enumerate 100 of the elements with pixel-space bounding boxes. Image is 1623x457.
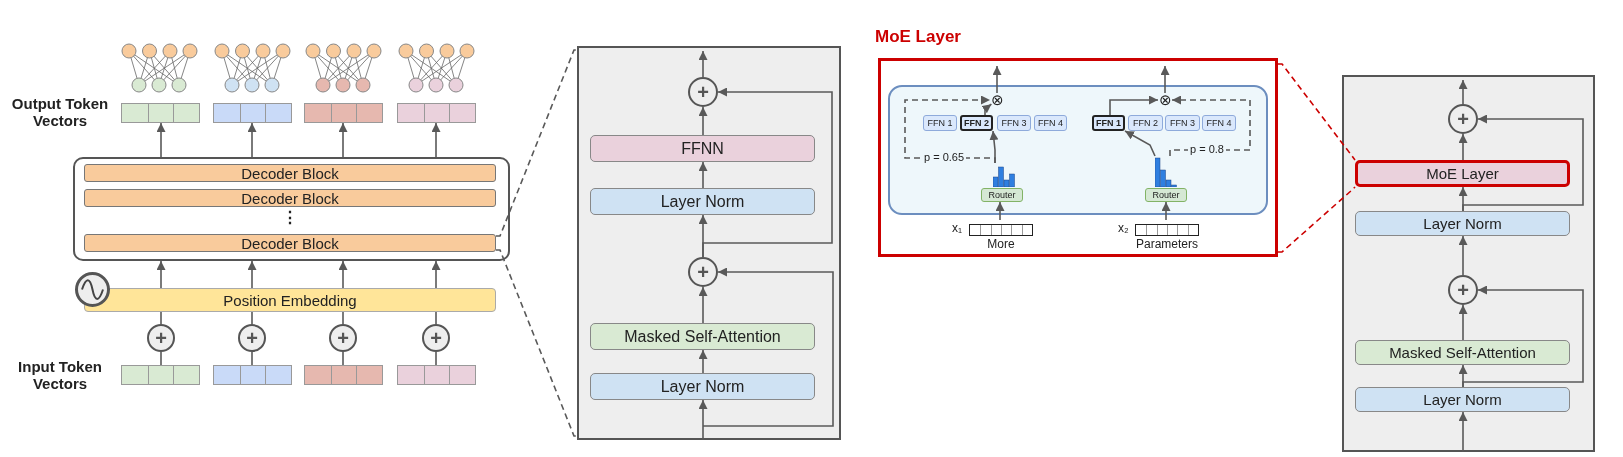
process-box: Decoder Block [84,234,496,252]
arrow [698,50,708,78]
router-box: Router [1145,188,1187,202]
connector-line [160,311,162,325]
process-box: Decoder Block [84,189,496,207]
panel-title: MoE Layer [875,27,961,47]
sum-circle: + [329,324,357,352]
arrow [1458,133,1468,161]
arrow [992,65,1002,94]
arrow [698,286,708,324]
arrow [698,106,708,136]
arrow [1169,95,1251,157]
variable-label: x₂ [1118,221,1129,235]
process-box: FFN 2 [960,115,993,131]
process-box: Position Embedding [84,288,496,312]
process-box: FFN 1 [923,115,957,131]
detail-panel [1342,75,1595,452]
process-box: FFNN [590,135,815,162]
token-vector [121,103,200,123]
connector-line [435,351,437,366]
arrow [1458,411,1468,453]
token-word: More [986,237,1016,251]
process-box: Layer Norm [590,373,815,400]
arrow [698,161,708,189]
process-box: FFN 2 [1128,115,1163,131]
arrow [1458,79,1468,105]
arrow [981,103,993,116]
neural-network-drawing [397,43,475,93]
token-vector [397,103,476,123]
sum-circle: + [238,324,266,352]
connector-line [342,351,344,366]
process-box: FFN 1 [1092,115,1125,131]
block-stack-frame [73,157,510,261]
connector-line [251,351,253,366]
arrow [1160,65,1170,94]
arrow [995,201,1005,221]
neural-network-drawing [213,43,291,93]
arrow [247,122,257,158]
arrow [1124,130,1156,157]
connector-line [435,311,437,325]
process-box: Layer Norm [590,188,815,215]
arrow [1458,304,1468,341]
process-box: MoE Layer [1355,160,1570,187]
sum-circle: + [688,77,718,107]
arrow [338,122,348,158]
token-vector [397,365,476,385]
arrow [702,87,833,258]
arrow [156,260,166,289]
arrow [431,122,441,158]
oscillator-circle [75,272,110,307]
arrow [1462,114,1584,212]
connector-line [251,311,253,325]
arrow [156,122,166,158]
token-vector [304,103,383,123]
process-box: FFN 4 [1202,115,1236,131]
router-box: Router [981,188,1023,202]
process-box: Layer Norm [1355,211,1570,236]
arrow [247,260,257,289]
arrow [904,95,996,164]
histogram-drawing [1155,156,1177,187]
arrow [1458,235,1468,276]
moe-layer-panel [878,58,1278,257]
arrow [698,399,708,441]
sum-circle: + [688,257,718,287]
arrow [698,349,708,374]
token-vector [213,365,292,385]
arrow [1109,95,1159,116]
arrow [702,267,834,427]
expert-panel [888,85,1268,215]
multiply-sign: ⊗ [1158,93,1172,107]
connector-line [160,351,162,366]
arrow [1462,285,1584,388]
edge-label: p = 0.65 [922,151,967,163]
sum-circle: + [422,324,450,352]
arrow [1161,201,1171,221]
arrow [431,260,441,289]
process-box: FFN 4 [1034,115,1067,131]
process-box: Masked Self-Attention [590,323,815,350]
detail-panel [577,46,841,440]
neural-network-drawing [304,43,382,93]
process-box: Layer Norm [1355,387,1570,412]
sum-circle: + [1448,275,1478,305]
sum-circle: + [147,324,175,352]
multiply-sign: ⊗ [990,93,1004,107]
token-vector [304,365,383,385]
token-word: Parameters [1135,237,1199,251]
token-vector [121,365,200,385]
connector-line [1277,63,1356,161]
histogram-drawing [993,163,1015,187]
variable-label: x₁ [952,221,963,235]
side-label: Output Token Vectors [10,95,110,129]
process-box: Masked Self-Attention [1355,340,1570,365]
sum-circle: + [1448,104,1478,134]
connector-line [342,311,344,325]
token-vector [213,103,292,123]
process-box: Decoder Block [84,164,496,182]
side-label: Input Token Vectors [17,358,103,392]
neural-network-drawing [120,43,198,93]
connector-line [1277,186,1356,253]
connector-line [495,249,578,437]
